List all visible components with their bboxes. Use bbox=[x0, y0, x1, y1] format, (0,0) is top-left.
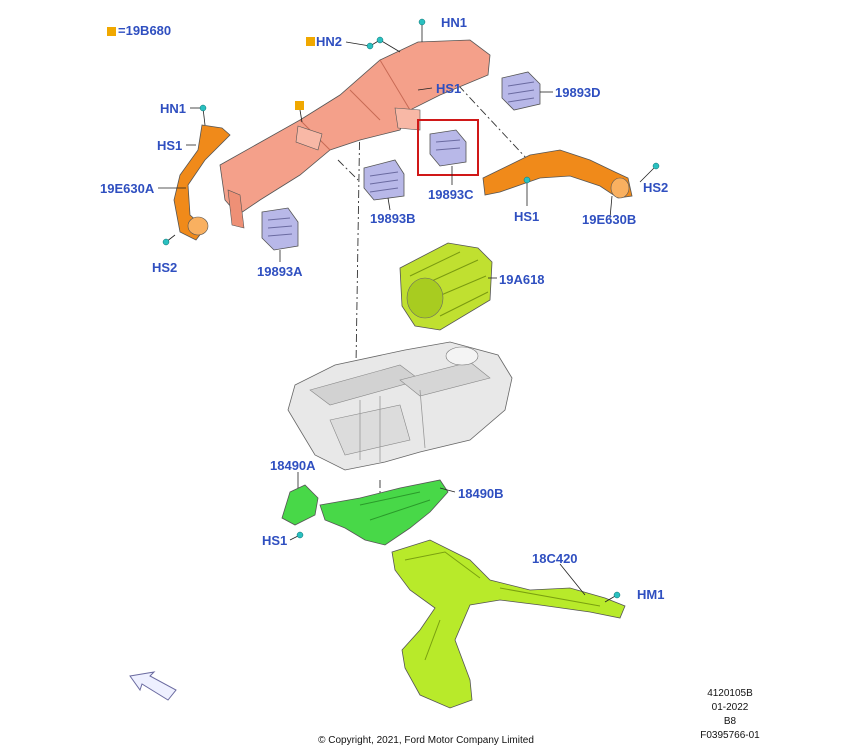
vent-register-19893D bbox=[501, 71, 541, 111]
callout-hs2-left: HS2 bbox=[152, 260, 177, 275]
callout-19893C: 19893C bbox=[428, 187, 474, 202]
left-side-duct-19E630A bbox=[173, 124, 231, 241]
vent-register-19893B bbox=[363, 159, 405, 201]
callout-hn1-top: HN1 bbox=[441, 15, 467, 30]
footer-ref-3: B8 bbox=[724, 716, 737, 727]
callout-hs1-left: HS1 bbox=[157, 138, 182, 153]
direction-arrow-icon bbox=[129, 671, 177, 701]
connector-dots bbox=[162, 18, 660, 599]
callout-hs1-top: HS1 bbox=[436, 81, 461, 96]
callout-18490A: 18490A bbox=[270, 458, 316, 473]
callout-19A618: 19A618 bbox=[499, 272, 545, 287]
floor-duct-18C420 bbox=[391, 539, 626, 709]
footer-ref-4: F0395766-01 bbox=[700, 730, 760, 741]
console-duct-18490B bbox=[319, 479, 449, 546]
callout-18490B: 18490B bbox=[458, 486, 504, 501]
callout-hs2-right: HS2 bbox=[643, 180, 668, 195]
callout-19893A: 19893A bbox=[257, 264, 303, 279]
blower-motor-19A618 bbox=[399, 242, 493, 331]
console-duct-18490A bbox=[281, 484, 319, 526]
copyright-notice: © Copyright, 2021, Ford Motor Company Li… bbox=[318, 735, 534, 745]
marker-19B680-square bbox=[295, 101, 304, 110]
callout-hm1: HM1 bbox=[637, 587, 664, 602]
callout-19893B: 19893B bbox=[370, 211, 416, 226]
highlight-box-19893C bbox=[417, 119, 479, 176]
callout-hn1-left: HN1 bbox=[160, 101, 186, 116]
hvac-module bbox=[287, 341, 513, 471]
legend-marker-square bbox=[107, 27, 116, 36]
legend-label: =19B680 bbox=[118, 23, 171, 38]
callout-19893D: 19893D bbox=[555, 85, 601, 100]
callout-19E630A: 19E630A bbox=[100, 181, 155, 196]
vent-register-19893C bbox=[429, 129, 467, 167]
right-side-duct-19E630B bbox=[482, 149, 633, 199]
callout-hn2: HN2 bbox=[316, 34, 342, 49]
upper-instrument-panel-duct bbox=[219, 39, 491, 229]
marker-hn2-square bbox=[306, 37, 315, 46]
callout-18C420: 18C420 bbox=[532, 551, 578, 566]
footer-ref-2: 01-2022 bbox=[712, 702, 749, 713]
callout-hs1-bottom: HS1 bbox=[262, 533, 287, 548]
footer-ref-1: 4120105B bbox=[707, 688, 753, 699]
callout-19E630B: 19E630B bbox=[582, 212, 636, 227]
vent-register-19893A bbox=[261, 207, 299, 251]
callout-hs1-right: HS1 bbox=[514, 209, 539, 224]
